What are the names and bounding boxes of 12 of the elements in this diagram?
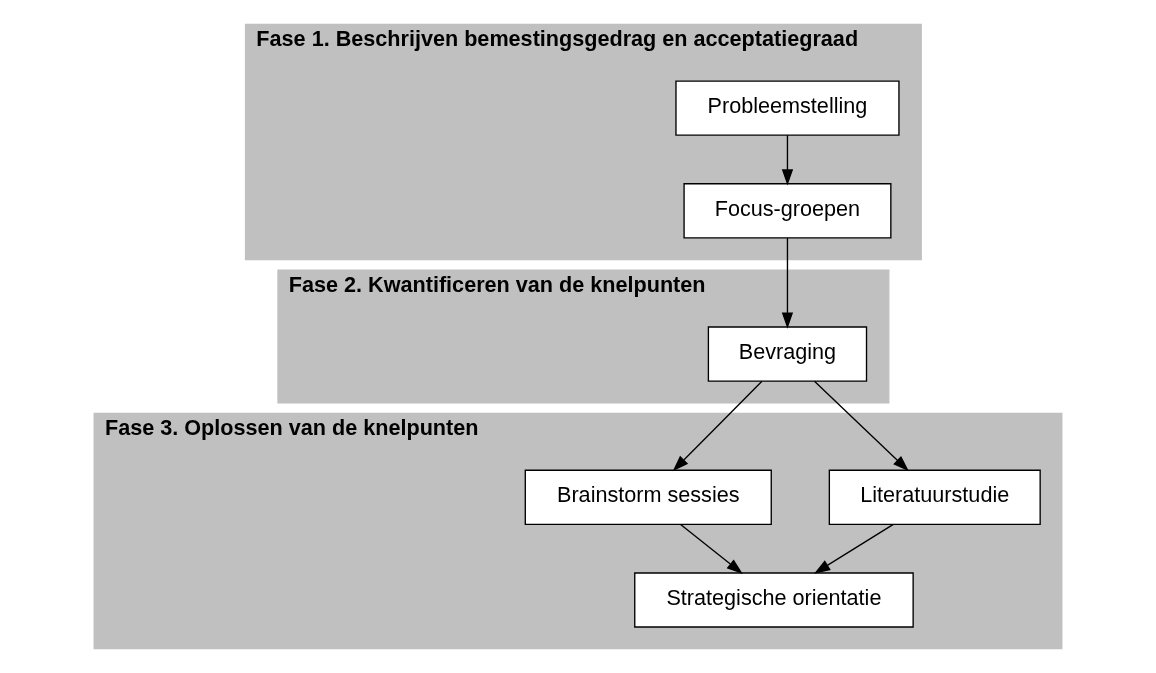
arrow — [813, 380, 909, 472]
node-box: Literatuurstudie — [828, 469, 1041, 525]
arrow — [672, 380, 763, 472]
node-box: Strategische orientatie — [634, 572, 914, 628]
node-box: Bevraging — [707, 326, 868, 382]
arrow — [781, 134, 794, 186]
arrow — [679, 523, 743, 574]
node-box: Probleemstelling — [675, 80, 900, 136]
node-box: Focus-groepen — [683, 183, 892, 239]
arrow — [814, 523, 894, 574]
arrow — [781, 237, 794, 329]
node-box: Brainstorm sessies — [524, 469, 772, 525]
